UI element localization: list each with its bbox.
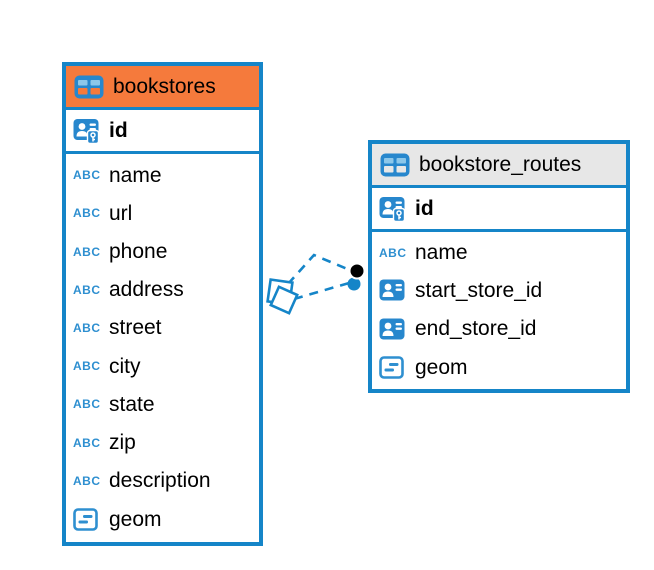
column-row-id[interactable]: id: [66, 110, 259, 154]
entity-bookstores-header[interactable]: bookstores: [66, 66, 259, 110]
geometry-type-icon: [73, 508, 101, 532]
column-row-phone[interactable]: ABC phone: [73, 240, 168, 263]
column-row-street[interactable]: ABC street: [73, 316, 162, 340]
column-row-name[interactable]: ABC name: [379, 241, 468, 265]
column-list: ABC name start_store_id: [372, 232, 626, 389]
column-row-id[interactable]: id: [372, 188, 626, 232]
primary-key-label: id: [415, 197, 434, 220]
text-type-icon: ABC: [73, 397, 101, 412]
primary-key-icon: [73, 118, 101, 144]
column-row-geom[interactable]: geom: [66, 500, 259, 540]
column-row-start-store-id[interactable]: start_store_id: [372, 271, 626, 309]
primary-key-icon: [379, 196, 407, 222]
column-row-url[interactable]: ABC url: [73, 201, 133, 225]
reference-type-icon: [379, 279, 407, 301]
column-row-name[interactable]: ABC name: [73, 163, 162, 187]
column-row-description[interactable]: ABC description: [73, 469, 211, 493]
relationship-endpoint-dot-blue: [347, 277, 361, 291]
entity-bookstores[interactable]: bookstores id ABC name: [62, 62, 263, 546]
table-icon: [380, 153, 410, 176]
column-row-end-store-id[interactable]: end_store_id: [372, 310, 626, 348]
entity-title: bookstore_routes: [419, 153, 582, 176]
entity-title: bookstores: [113, 75, 216, 98]
reference-type-icon: [379, 318, 407, 340]
table-icon: [74, 75, 104, 98]
column-row-city[interactable]: ABC city: [73, 354, 141, 378]
text-type-icon: ABC: [73, 244, 101, 259]
text-type-icon: ABC: [73, 282, 101, 297]
relationship-endpoint-dot-black: [348, 262, 366, 280]
geometry-type-icon: [379, 356, 407, 379]
text-type-icon: ABC: [379, 245, 407, 260]
text-type-icon: ABC: [73, 206, 101, 221]
column-row-zip[interactable]: ABC zip: [73, 431, 136, 455]
text-type-icon: ABC: [73, 168, 101, 183]
relationship-line-upper[interactable]: [287, 253, 353, 285]
relationship-line-lower[interactable]: [293, 281, 350, 301]
column-list: ABC name ABC url ABC phone ABC address A…: [66, 154, 259, 542]
column-row-address[interactable]: ABC address: [73, 278, 184, 302]
text-type-icon: ABC: [73, 359, 101, 374]
entity-bookstore-routes[interactable]: bookstore_routes id ABC name: [368, 140, 630, 393]
column-row-state[interactable]: ABC state: [73, 392, 155, 416]
text-type-icon: ABC: [73, 320, 101, 335]
column-row-geom[interactable]: geom: [372, 348, 626, 387]
primary-key-label: id: [109, 119, 128, 142]
entity-bookstore-routes-header[interactable]: bookstore_routes: [372, 144, 626, 188]
text-type-icon: ABC: [73, 473, 101, 488]
relationship-source-squares: [266, 278, 299, 315]
text-type-icon: ABC: [73, 435, 101, 450]
